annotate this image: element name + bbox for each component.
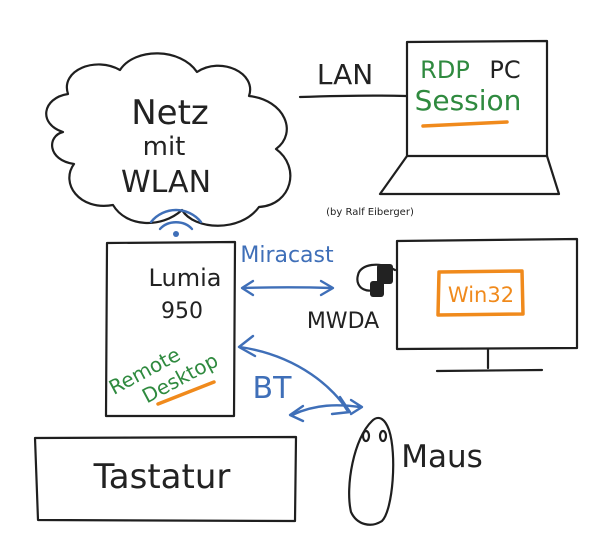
miracast-link: Miracast [240, 243, 335, 297]
monitor-base [435, 368, 544, 373]
bt-arc-end-arrow [330, 395, 352, 416]
wifi-dot [173, 231, 179, 237]
network-label-line3: WLAN [121, 165, 211, 200]
mouse-right-button [378, 429, 388, 443]
mouse: Maus [348, 416, 483, 526]
phone-label-line1: Lumia [149, 264, 222, 292]
laptop-rdp-session: RDP PC Session [378, 39, 561, 196]
miracast-arrow-line [241, 286, 334, 290]
mwda-label: MWDA [307, 309, 379, 334]
mouse-label: Maus [401, 439, 483, 475]
mouse-left-button [361, 429, 371, 443]
bt-lower-arrow-right [349, 398, 364, 416]
adapter-plug [377, 264, 393, 284]
phone-outline [104, 240, 237, 418]
wifi-arc-outer [149, 208, 203, 224]
phone-label-line2: 950 [161, 299, 203, 324]
win32-box [436, 269, 525, 317]
keyboard: Tastatur [33, 435, 298, 523]
laptop-base [378, 154, 561, 196]
adapter-dongle [370, 281, 384, 297]
network-label-line2: mit [143, 132, 186, 162]
author-credit: (by Ralf Eiberger) [326, 207, 414, 218]
keyboard-outline [33, 435, 298, 523]
bt-label: BT [253, 371, 293, 406]
lan-label: LAN [317, 58, 373, 91]
bt-arc [238, 345, 349, 412]
wifi-arc-inner [158, 221, 194, 231]
bt-lower-arrow-left [288, 404, 305, 423]
win32-label: Win32 [448, 283, 514, 307]
bt-lower-arrow-line [290, 404, 362, 417]
monitor-screen [395, 237, 579, 351]
rdp-pc-label: PC [489, 56, 520, 84]
miracast-arrow-right [319, 279, 335, 297]
lan-line [298, 94, 408, 99]
lan-link: LAN [298, 58, 408, 99]
wifi-icon [149, 208, 203, 237]
cloud-outline [45, 52, 292, 227]
rdp-underline [421, 120, 509, 128]
lumia-phone: Lumia 950 Remote Desktop [104, 240, 237, 418]
miracast-label: Miracast [240, 243, 334, 268]
mwda-adapter: MWDA [307, 263, 397, 334]
network-label-line1: Netz [131, 93, 209, 133]
rdp-label-line1: RDP [420, 56, 470, 84]
miracast-arrow-left [240, 279, 255, 297]
rdp-label-line2: Session [415, 84, 522, 117]
bt-arc-start-arrow [237, 334, 257, 358]
external-monitor: Win32 [395, 237, 579, 373]
bluetooth-link: BT [237, 334, 364, 423]
remote-underline [156, 380, 216, 406]
mouse-outline [348, 416, 395, 526]
keyboard-label: Tastatur [93, 457, 231, 497]
network-cloud: Netz mit WLAN [45, 52, 292, 227]
